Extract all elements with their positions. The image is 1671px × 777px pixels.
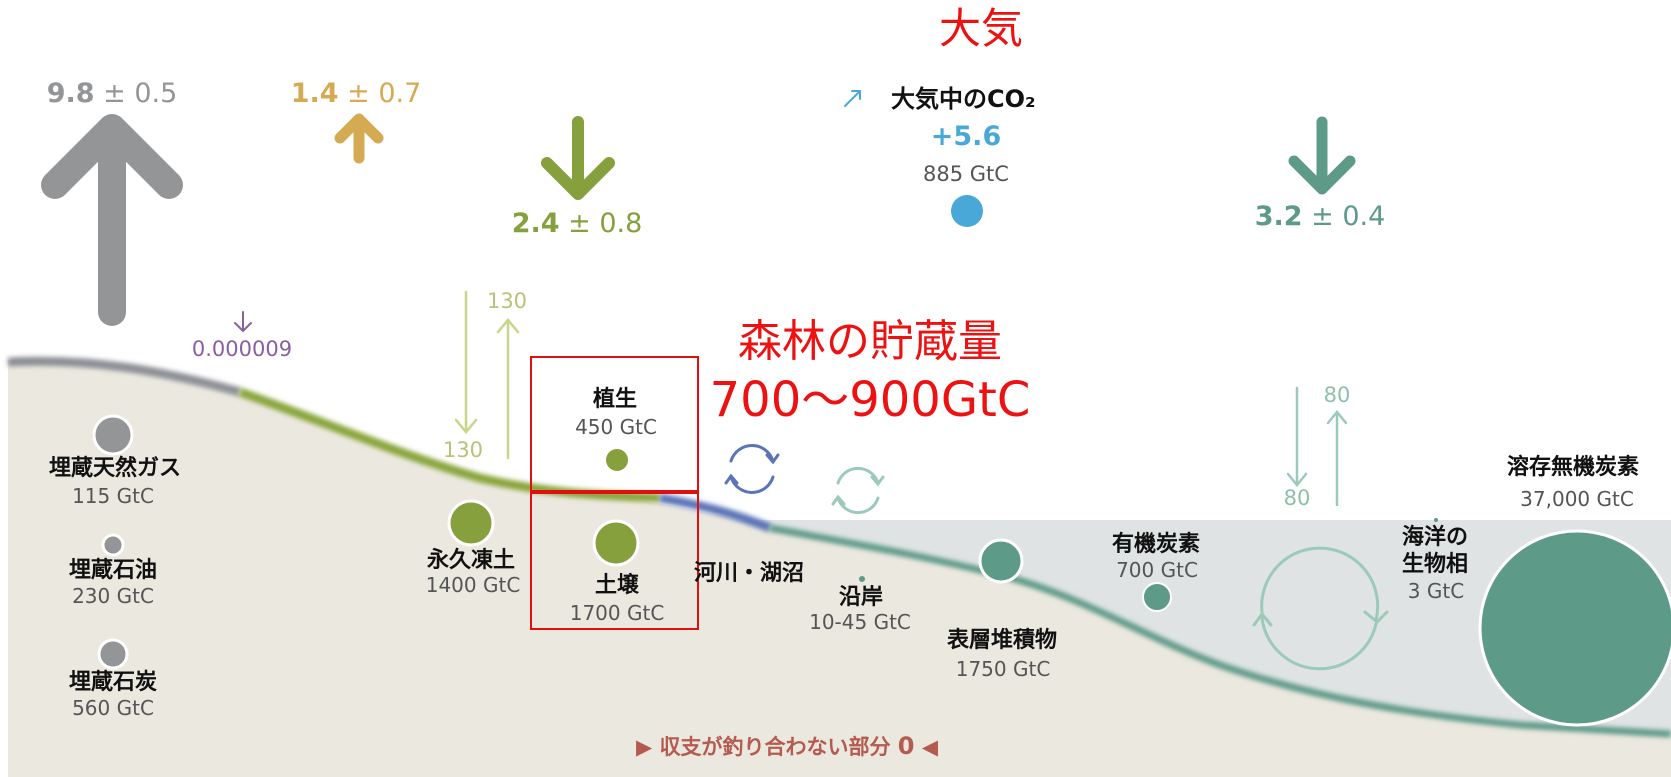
- ocean-sink-flux-value: 3.2: [1254, 201, 1303, 232]
- budget-imbalance-note: ▶ 収支が釣り合わない部分 0 ◀: [636, 734, 938, 758]
- rivers-cycle-icon: [724, 444, 780, 494]
- co2-increase-icon: [844, 90, 861, 107]
- sediment-name: 表層堆積物: [946, 628, 1058, 653]
- dic-circle: [1478, 529, 1671, 727]
- vegetation-name: 植生: [592, 387, 638, 412]
- forest-storage-value: 700～900GtC: [709, 372, 1031, 428]
- land-exchange-down-value: 130: [442, 438, 484, 462]
- budget-imbalance-value: 0: [897, 732, 915, 760]
- organic-circle: [1142, 582, 1172, 612]
- ocean-sink-flux-label: 3.2 ± 0.4: [1255, 203, 1386, 230]
- atmosphere-circle: [951, 195, 983, 227]
- fossil-flux-value: 9.8: [46, 78, 95, 109]
- soil-highlight-box: [530, 490, 699, 630]
- fossil-flux-label: 9.8 ± 0.5: [47, 80, 178, 107]
- soil-stock: 1700 GtC: [569, 601, 665, 625]
- gas-name: 埋蔵天然ガス: [48, 456, 182, 481]
- permafrost-stock: 1400 GtC: [425, 573, 521, 597]
- land-use-flux-label: 1.4 ± 0.7: [291, 80, 422, 107]
- dic-name: 溶存無機炭素: [1506, 455, 1640, 480]
- permafrost-circle: [447, 499, 495, 547]
- coal-stock: 560 GtC: [72, 696, 154, 720]
- organic-name: 有機炭素: [1111, 532, 1201, 557]
- coastal-stock: 10-45 GtC: [809, 610, 911, 634]
- soil-name: 土壌: [594, 573, 640, 598]
- ocean-sink-flux-uncertainty: ± 0.4: [1311, 201, 1386, 232]
- sediment-circle: [978, 538, 1024, 584]
- permafrost-name: 永久凍土: [426, 548, 516, 573]
- surface-grey: [7, 356, 242, 397]
- marine-biota-name-line2: 生物相: [1401, 552, 1469, 577]
- land-sink-flux-uncertainty: ± 0.8: [568, 208, 643, 239]
- co2-change-value: +5.6: [930, 121, 1002, 152]
- co2-label: 大気中のCO₂: [891, 85, 1036, 113]
- coastal-name: 沿岸: [838, 585, 884, 610]
- coal-circle: [97, 638, 129, 670]
- ocean-exchange-up-value: 80: [1323, 383, 1351, 407]
- land-exchange-up-value: 130: [486, 289, 528, 313]
- budget-imbalance-prefix: ▶ 収支が釣り合わない部分: [636, 735, 891, 759]
- rivers-name: 河川・湖沼: [693, 561, 805, 586]
- ocean-sink-arrow: [1288, 116, 1356, 195]
- surface-seafloor: [769, 524, 1671, 738]
- land-sink-flux-value: 2.4: [511, 208, 560, 239]
- atmosphere-title: 大気: [938, 4, 1024, 53]
- land-use-flux-value: 1.4: [290, 78, 339, 109]
- volcanic-arrow: [234, 311, 252, 333]
- land-sink-arrow: [541, 116, 615, 200]
- coastal-cycle-icon: [831, 466, 885, 515]
- organic-stock: 700 GtC: [1116, 558, 1198, 582]
- gas-stock: 115 GtC: [72, 484, 154, 508]
- oil-circle: [101, 533, 125, 557]
- marine-biota-stock: 3 GtC: [1407, 579, 1465, 603]
- oil-name: 埋蔵石油: [68, 558, 158, 583]
- vegetation-stock: 450 GtC: [575, 415, 657, 439]
- forest-storage-title: 森林の貯蔵量: [738, 316, 1002, 367]
- soil-circle: [592, 519, 640, 567]
- land-use-arrow: [334, 113, 384, 164]
- land-use-flux-uncertainty: ± 0.7: [347, 78, 422, 109]
- vegetation-circle: [604, 447, 630, 473]
- coal-name: 埋蔵石炭: [68, 670, 158, 695]
- fossil-flux-uncertainty: ± 0.5: [103, 78, 178, 109]
- co2-stock-value: 885 GtC: [923, 162, 1009, 186]
- land-sink-flux-label: 2.4 ± 0.8: [512, 210, 643, 237]
- gas-circle: [92, 414, 134, 456]
- coastal-circle: [859, 576, 865, 582]
- land-exchange-arrows: [454, 290, 520, 460]
- marine-biota-circle: [1434, 518, 1438, 522]
- volcanic-flux-value: 0.000009: [191, 337, 293, 361]
- budget-imbalance-suffix: ◀: [921, 735, 938, 759]
- oil-stock: 230 GtC: [72, 584, 154, 608]
- ocean-exchange-down-value: 80: [1283, 486, 1311, 510]
- ocean-circulation-icon: [1252, 546, 1389, 671]
- marine-biota-name-line1: 海洋の: [1401, 525, 1469, 550]
- surface-river: [659, 493, 772, 533]
- ocean-exchange-arrows: [1286, 386, 1348, 507]
- vegetation-highlight-box: [530, 356, 699, 494]
- fossil-emission-arrow: [41, 114, 183, 326]
- sediment-stock: 1750 GtC: [955, 657, 1051, 681]
- surface-green: [238, 387, 661, 503]
- dic-stock: 37,000 GtC: [1520, 487, 1634, 511]
